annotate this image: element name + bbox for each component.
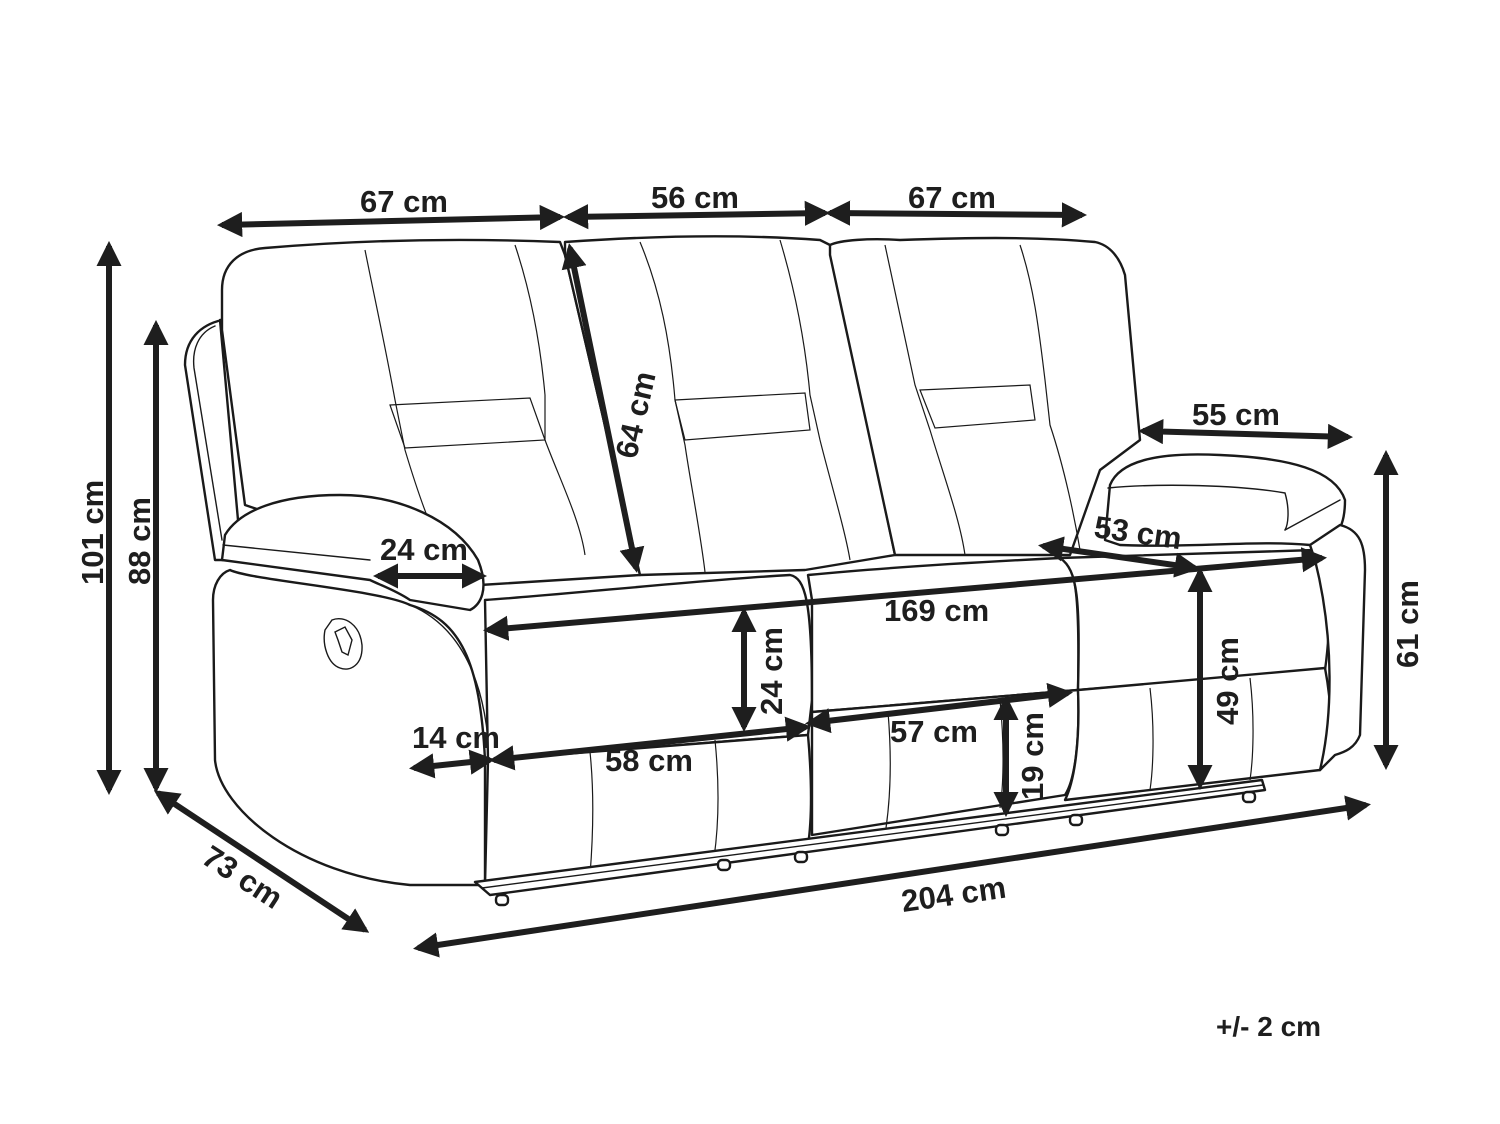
label-total-height: 101 cm: [75, 480, 110, 585]
tolerance-note: +/- 2 cm: [1216, 1011, 1321, 1042]
label-seat-total-width: 169 cm: [884, 593, 989, 628]
label-total-width: 204 cm: [899, 870, 1008, 919]
label-armrest-height: 61 cm: [1390, 580, 1425, 668]
backrest-right: [828, 236, 1142, 557]
label-backrest-middle-width: 56 cm: [651, 180, 739, 215]
dimension-arrows: [96, 200, 1399, 958]
label-seat-left-width: 58 cm: [605, 743, 693, 778]
label-seat-cushion-thickness: 24 cm: [754, 627, 789, 715]
label-footrest-height: 19 cm: [1015, 712, 1050, 800]
label-seat-height: 49 cm: [1210, 637, 1245, 725]
label-backrest-left-width: 67 cm: [360, 184, 448, 219]
label-armrest-top-width: 24 cm: [380, 532, 468, 567]
label-backrest-right-width: 67 cm: [908, 180, 996, 215]
label-seat-middle-width: 57 cm: [890, 714, 978, 749]
label-backrest-side-height: 88 cm: [122, 497, 157, 585]
right-armrest: [1103, 453, 1347, 547]
label-armrest-depth: 55 cm: [1192, 397, 1280, 432]
recline-handle-icon: [323, 618, 363, 670]
label-arm-side-width: 14 cm: [412, 720, 500, 755]
